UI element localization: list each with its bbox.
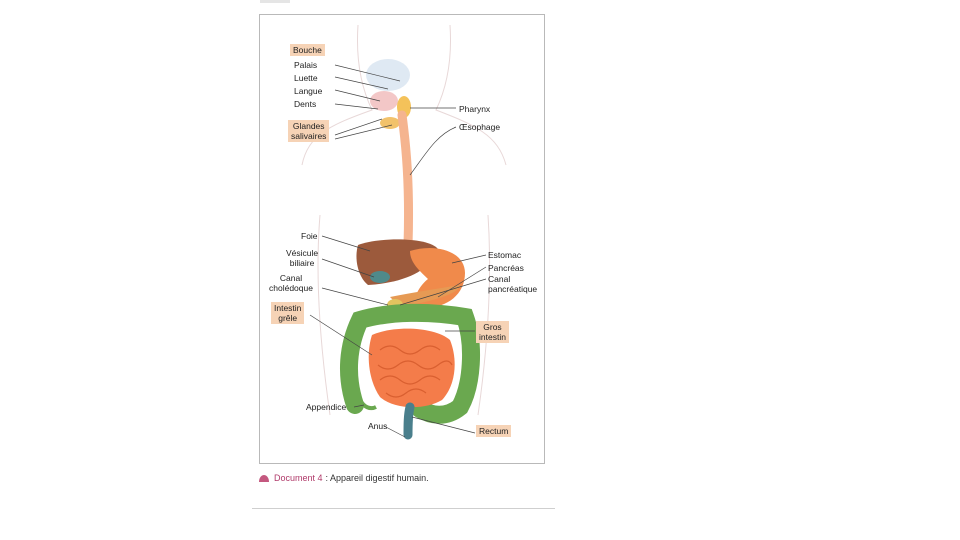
label-gros-intestin: Gros intestin: [476, 321, 509, 343]
label-palais: Palais: [294, 60, 318, 70]
appendix-shape: [358, 398, 377, 411]
pancreas-shape: [390, 285, 460, 307]
large-intestine-shape: [339, 303, 481, 424]
tongue-shape: [370, 91, 398, 111]
label-intestin-grele-line1: Intestin: [274, 303, 302, 313]
esophagus-shape: [397, 110, 414, 250]
palate-shape: [366, 59, 410, 91]
label-canal-pancreatique: Canal pancréatique: [488, 274, 537, 294]
label-intestin-grele: Intestin grêle: [271, 302, 305, 324]
label-gros-intestin-line2: intestin: [479, 332, 506, 342]
leader-lines: [309, 64, 487, 438]
figure-caption: Document 4 : Appareil digestif humain.: [258, 470, 548, 486]
document-icon: [259, 474, 269, 482]
label-luette: Luette: [294, 73, 318, 83]
label-bouche: Bouche: [290, 44, 325, 56]
label-glandes-line2: salivaires: [291, 131, 327, 141]
label-appendice: Appendice: [306, 402, 347, 412]
label-vesicule-line1: Vésicule: [286, 248, 319, 258]
label-glandes-salivaires: Glandes salivaires: [288, 120, 330, 142]
document-panel: Bouche Palais Luette Langue Dents Glande…: [252, 0, 555, 509]
label-pancreas: Pancréas: [488, 263, 524, 273]
label-langue: Langue: [294, 86, 323, 96]
caption-document-number: Document 4: [274, 473, 323, 483]
label-canal-panc-line1: Canal: [488, 274, 511, 284]
label-estomac: Estomac: [488, 250, 522, 260]
label-glandes-line1: Glandes: [292, 121, 325, 131]
figure-box: Bouche Palais Luette Langue Dents Glande…: [259, 14, 545, 464]
salivary-gland-shape: [380, 117, 400, 129]
label-rectum: Rectum: [476, 425, 512, 437]
label-foie: Foie: [301, 231, 318, 241]
label-vesicule-biliaire: Vésicule biliaire: [286, 248, 318, 268]
label-canal-chol-line2: cholédoque: [269, 283, 313, 293]
rectum-shape: [403, 402, 415, 440]
label-canal-chol-line1: Canal: [279, 273, 303, 283]
label-anus: Anus: [368, 421, 388, 431]
label-canal-panc-line2: pancréatique: [488, 284, 538, 294]
digestive-system-illustration: [301, 24, 507, 440]
label-canal-choledoque: Canal cholédoque: [269, 273, 313, 293]
label-oesophage: Œsophage: [459, 122, 501, 132]
body-outline: [301, 24, 507, 416]
top-strip: [260, 0, 290, 3]
caption-text: : Appareil digestif humain.: [325, 473, 429, 483]
label-vesicule-line2: biliaire: [289, 258, 315, 268]
label-pharynx: Pharynx: [459, 104, 491, 114]
gallbladder-shape: [370, 271, 390, 283]
small-intestine-shape: [368, 328, 455, 408]
label-intestin-grele-line2: grêle: [278, 313, 298, 323]
small-intestine-folds: [377, 345, 453, 398]
label-dents: Dents: [294, 99, 317, 109]
label-gros-intestin-line1: Gros: [483, 322, 502, 332]
